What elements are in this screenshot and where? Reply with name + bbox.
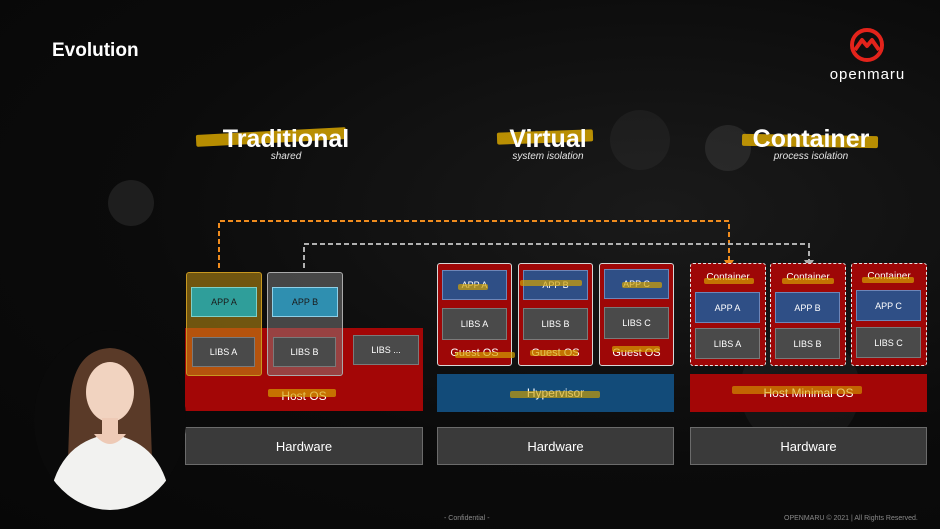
label-highlight: [458, 284, 488, 290]
label-highlight: [862, 277, 914, 283]
heading-traditional: Traditional: [222, 125, 350, 153]
vm-libs-b: LIBS B: [523, 308, 588, 340]
gray-dashed-arrow: [303, 243, 810, 268]
heading-virtual: Virtual: [509, 125, 587, 153]
label-highlight: [520, 280, 582, 286]
label-highlight: [268, 389, 336, 397]
label-highlight: [732, 386, 862, 394]
vm-libs-c: LIBS C: [604, 307, 669, 339]
label-highlight: [612, 346, 660, 352]
heading-container: Container: [752, 125, 870, 153]
container-libs-c: LIBS C: [856, 327, 921, 358]
footer-confidential: - Confidential -: [444, 515, 490, 522]
label-highlight: [782, 278, 834, 284]
slide-title: Evolution: [52, 40, 139, 61]
background-dot: [705, 125, 751, 171]
subheading-traditional: shared: [270, 151, 302, 162]
subheading-container: process isolation: [773, 151, 849, 162]
container-label-a: Container: [706, 271, 750, 283]
subheading-virtual: system isolation: [512, 151, 584, 162]
traditional-app-b: APP B: [272, 287, 338, 317]
container-libs-b: LIBS B: [775, 328, 840, 359]
logo-text: openmaru: [829, 66, 906, 83]
vm-libs-a: LIBS A: [442, 308, 507, 340]
traditional-app-a: APP A: [191, 287, 257, 317]
background-dot: [108, 180, 154, 226]
orange-dashed-arrow: [218, 220, 730, 268]
company-logo: openmaru: [820, 28, 915, 86]
label-highlight: [510, 391, 600, 398]
container-hardware: Hardware: [690, 427, 927, 465]
container-label-c: Container: [867, 270, 911, 282]
traditional-libs-b: LIBS B: [273, 337, 336, 367]
traditional-libs-more: LIBS ...: [353, 335, 419, 365]
traditional-hardware: Hardware: [185, 427, 423, 465]
container-app-a: APP A: [695, 292, 760, 323]
presenter-avatar-icon: [34, 330, 186, 510]
footer-copyright: OPENMARU © 2021 | All Rights Reserved.: [784, 515, 918, 522]
presenter-video: [34, 330, 186, 510]
label-highlight: [704, 278, 754, 284]
background-dot: [610, 110, 670, 170]
traditional-libs-a: LIBS A: [192, 337, 255, 367]
label-highlight: [455, 352, 515, 358]
container-label-b: Container: [786, 271, 830, 283]
container-app-c: APP C: [856, 290, 921, 321]
mountain-logo-icon: [850, 28, 884, 62]
label-highlight: [530, 350, 578, 356]
virtual-hardware: Hardware: [437, 427, 674, 465]
label-highlight: [622, 282, 662, 288]
container-app-b: APP B: [775, 292, 840, 323]
container-libs-a: LIBS A: [695, 328, 760, 359]
